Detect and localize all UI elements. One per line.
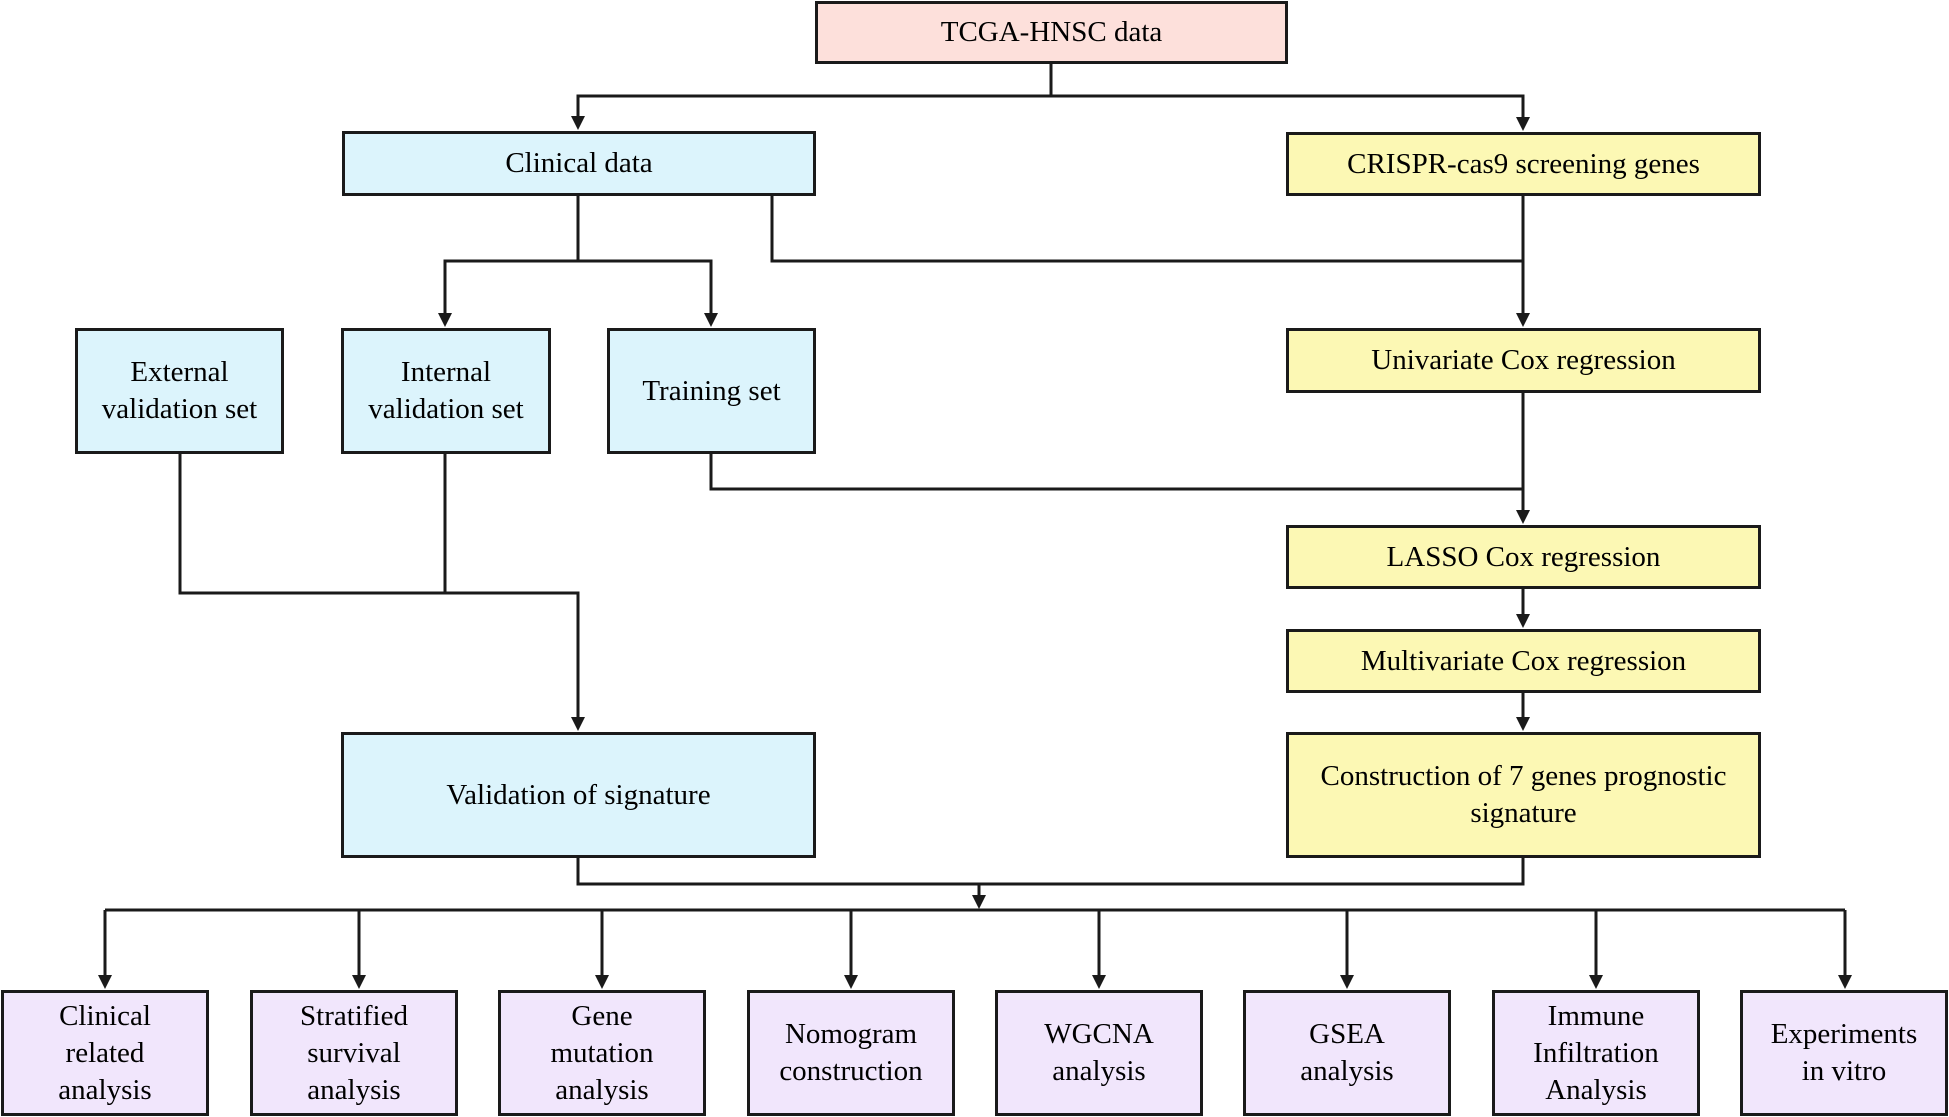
connector-line: [578, 259, 713, 315]
node-gsea-analysis: GSEA analysis: [1243, 990, 1451, 1116]
arrowhead: [1516, 614, 1530, 628]
arrowhead: [1516, 717, 1530, 731]
connector-line: [709, 454, 1523, 491]
connector-line: [770, 196, 1523, 263]
arrowhead: [1589, 975, 1603, 989]
arrowhead: [571, 116, 585, 130]
arrowhead: [1340, 975, 1354, 989]
node-tcga-hnsc-data: TCGA-HNSC data: [815, 1, 1288, 64]
arrowhead: [595, 975, 609, 989]
arrowhead: [352, 975, 366, 989]
node-stratified-survival-analysis: Stratified survival analysis: [250, 990, 458, 1116]
node-clinical-data: Clinical data: [342, 131, 816, 196]
node-univariate-cox-regression: Univariate Cox regression: [1286, 328, 1761, 393]
node-wgcna-analysis: WGCNA analysis: [995, 990, 1203, 1116]
node-construction-of-signature: Construction of 7 genes prognostic signa…: [1286, 732, 1761, 858]
node-nomogram-construction: Nomogram construction: [747, 990, 955, 1116]
node-external-validation-set: External validation set: [75, 328, 284, 454]
node-lasso-cox-regression: LASSO Cox regression: [1286, 525, 1761, 589]
arrowhead: [1092, 975, 1106, 989]
node-gene-mutation-analysis: Gene mutation analysis: [498, 990, 706, 1116]
connector-line: [576, 64, 1053, 118]
connector-line: [576, 858, 1525, 886]
arrowhead: [1516, 510, 1530, 524]
connector-line: [443, 454, 580, 719]
connector-line: [178, 454, 445, 595]
arrowhead: [704, 313, 718, 327]
arrowhead: [438, 313, 452, 327]
node-experiments-in-vitro: Experiments in vitro: [1740, 990, 1948, 1116]
node-internal-validation-set: Internal validation set: [341, 328, 551, 454]
node-crispr-screening-genes: CRISPR-cas9 screening genes: [1286, 132, 1761, 196]
arrowhead: [1516, 117, 1530, 131]
connector-line: [443, 196, 580, 315]
arrowhead: [972, 895, 986, 909]
arrowhead: [1516, 313, 1530, 327]
node-multivariate-cox-regression: Multivariate Cox regression: [1286, 629, 1761, 693]
arrowhead: [571, 717, 585, 731]
arrowhead: [1838, 975, 1852, 989]
node-validation-of-signature: Validation of signature: [341, 732, 816, 858]
node-clinical-related-analysis: Clinical related analysis: [1, 990, 209, 1116]
arrowhead: [98, 975, 112, 989]
node-immune-infiltration-analysis: Immune Infiltration Analysis: [1492, 990, 1700, 1116]
arrowhead: [844, 975, 858, 989]
connector-line: [1051, 94, 1525, 119]
node-training-set: Training set: [607, 328, 816, 454]
